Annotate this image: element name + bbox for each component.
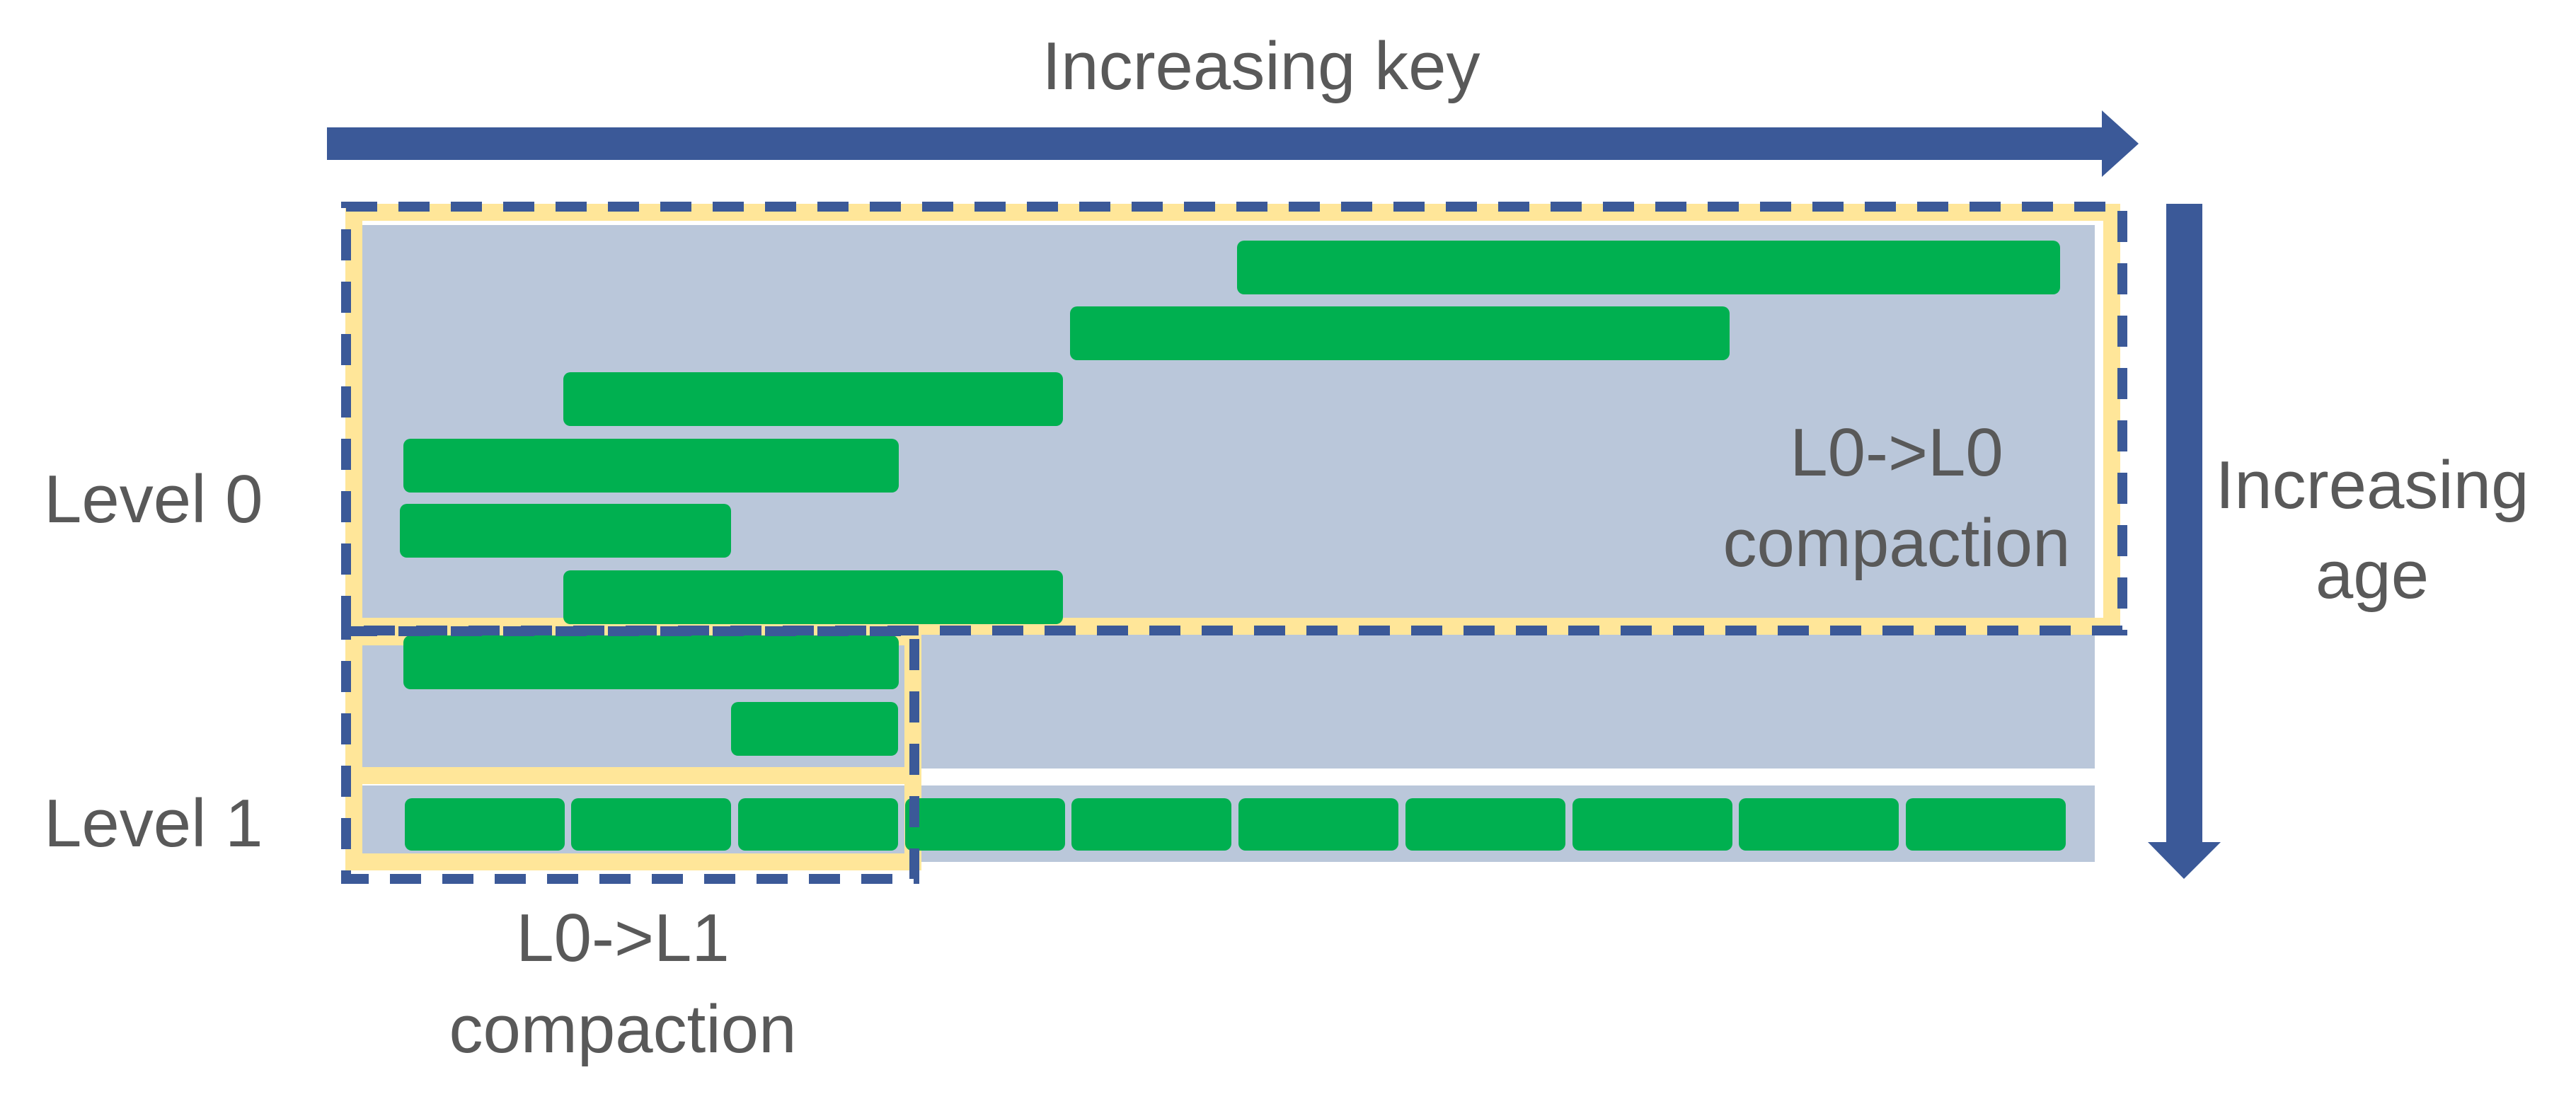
- sstable: [731, 702, 898, 756]
- x-axis-label: Increasing key: [1042, 28, 1480, 104]
- sstable: [400, 504, 731, 558]
- sstable: [405, 798, 565, 851]
- sstable: [905, 798, 1065, 851]
- l0-l0-compaction-label-line1: L0->L0: [1790, 415, 2003, 490]
- l0-l0-compaction-label-line2: compaction: [1723, 505, 2071, 581]
- y-axis-label-line2: age: [2316, 537, 2429, 613]
- sstable: [403, 635, 899, 689]
- sstable: [1070, 306, 1730, 360]
- sstable: [1405, 798, 1565, 851]
- sstable: [403, 439, 899, 493]
- level0-sstables: [400, 241, 2060, 756]
- sstable: [571, 798, 731, 851]
- sstable: [1237, 241, 2060, 294]
- sstable: [1071, 798, 1231, 851]
- sstable: [1238, 798, 1398, 851]
- sstable: [563, 570, 1063, 624]
- l0-l1-compaction-boundary: [341, 626, 919, 884]
- y-axis-label-line1: Increasing: [2216, 447, 2529, 523]
- sstable: [1739, 798, 1899, 851]
- level0-label: Level 0: [44, 461, 263, 537]
- sstable: [738, 798, 898, 851]
- sstable: [1572, 798, 1732, 851]
- l0-l1-compaction-label-line2: compaction: [449, 991, 797, 1067]
- increasing-key-arrow: [327, 110, 2139, 177]
- level1-label: Level 1: [44, 785, 263, 861]
- increasing-age-arrow: [2148, 204, 2221, 879]
- l0-l1-compaction-label-line1: L0->L1: [516, 900, 730, 976]
- level1-sstables: [405, 798, 2066, 851]
- sstable: [1906, 798, 2066, 851]
- sstable: [563, 372, 1063, 426]
